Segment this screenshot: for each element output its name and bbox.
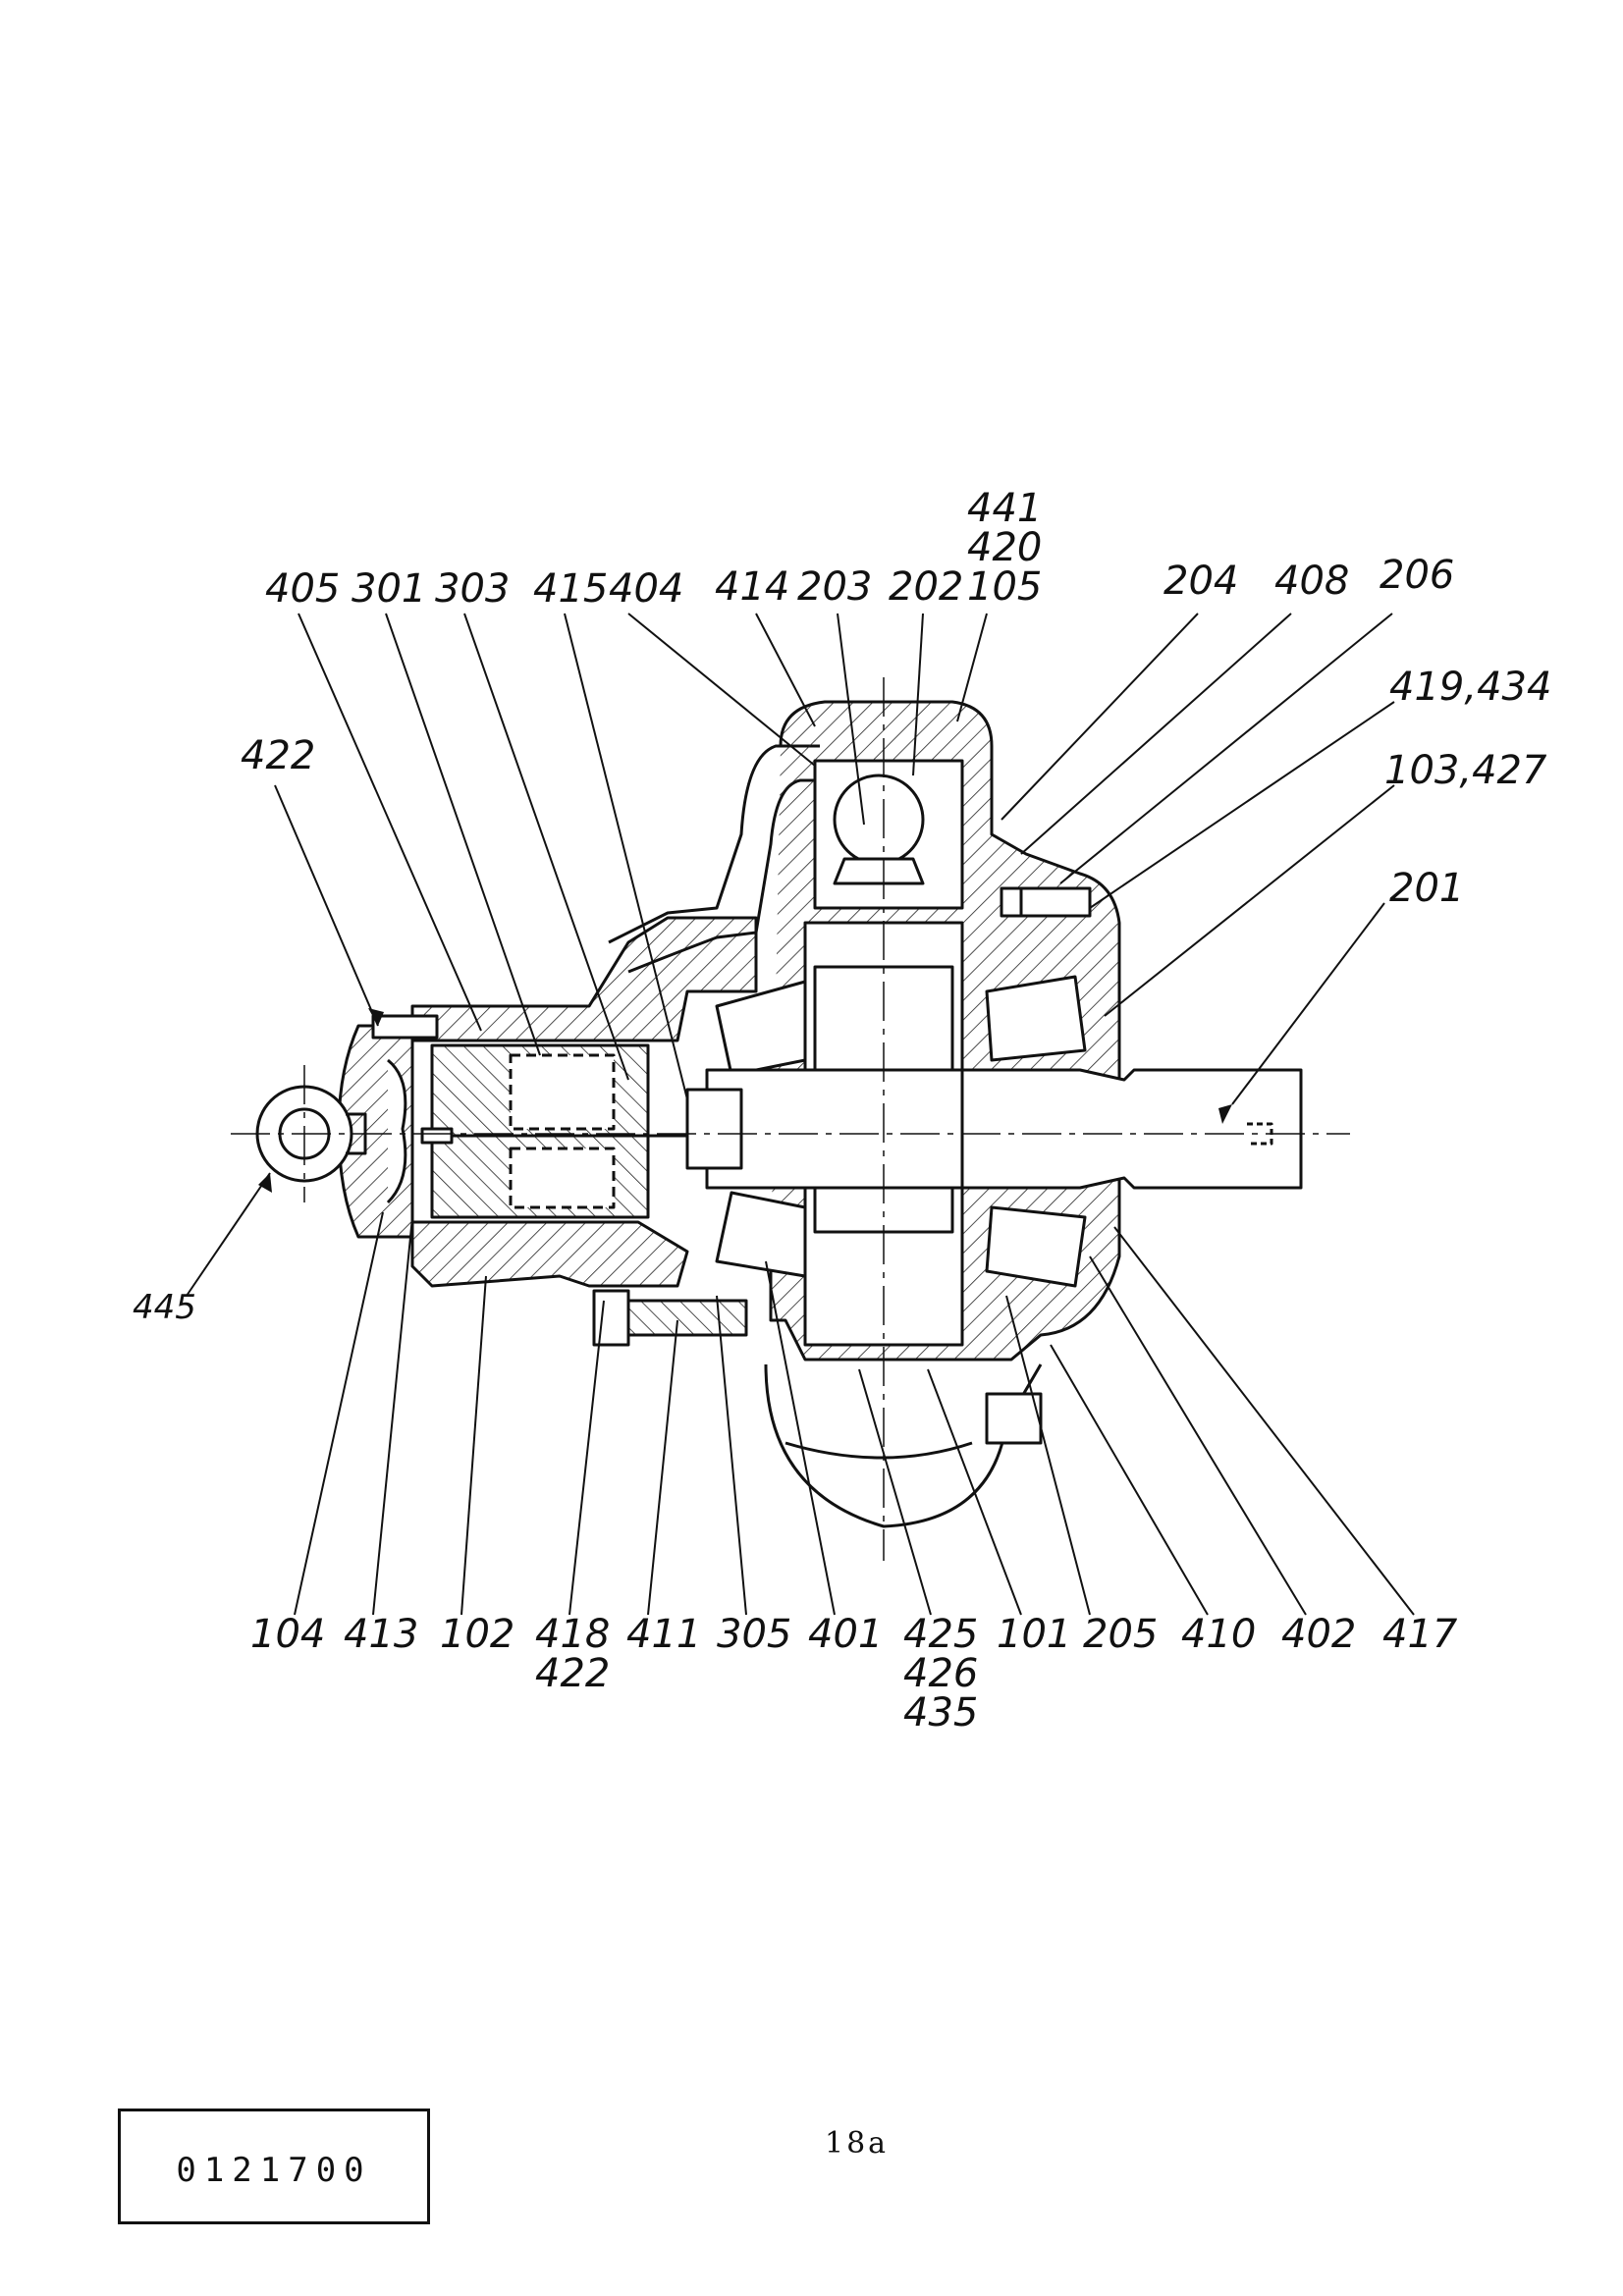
- label-203: 203: [797, 564, 873, 610]
- label-stack-441-420-105: 441 420 105: [967, 489, 1042, 607]
- label-414: 414: [715, 564, 790, 610]
- bearing-left-lower: [715, 1191, 807, 1278]
- label-426: 426: [903, 1651, 979, 1696]
- label-305: 305: [717, 1612, 792, 1657]
- ball-203: [833, 774, 925, 866]
- label-201: 201: [1389, 866, 1465, 911]
- label-435: 435: [903, 1690, 979, 1735]
- label-419-434: 419,434: [1389, 665, 1552, 710]
- label-425: 425: [903, 1612, 979, 1657]
- label-105: 105: [967, 564, 1043, 610]
- label-418: 418: [535, 1612, 611, 1657]
- label-101: 101: [997, 1612, 1072, 1657]
- label-401: 401: [808, 1612, 884, 1657]
- bearing-right-lower: [985, 1205, 1087, 1288]
- label-202: 202: [889, 564, 964, 610]
- label-103-427: 103,427: [1384, 748, 1547, 793]
- label-303: 303: [435, 566, 511, 612]
- label-422: 422: [241, 733, 316, 778]
- label-402: 402: [1281, 1612, 1357, 1657]
- bottom-bowl-101: [764, 1363, 1043, 1528]
- label-102: 102: [440, 1612, 515, 1657]
- document-number: 0121700: [176, 2151, 372, 2190]
- label-301: 301: [352, 566, 427, 612]
- label-441: 441: [967, 486, 1043, 531]
- label-stack-418-422: 418 422: [535, 1615, 610, 1693]
- label-415: 415: [533, 566, 609, 612]
- housing-upper: [410, 916, 758, 1042]
- label-206: 206: [1380, 553, 1455, 598]
- label-205: 205: [1083, 1612, 1159, 1657]
- bolt-422: [371, 1014, 439, 1040]
- label-stack-425-426-435: 425 426 435: [903, 1615, 978, 1733]
- bearing-left-upper: [715, 980, 807, 1077]
- label-413: 413: [344, 1612, 419, 1657]
- label-411: 411: [626, 1612, 702, 1657]
- document-number-box: 0121700: [118, 2109, 430, 2224]
- label-204: 204: [1163, 559, 1239, 604]
- label-422-bottom: 422: [535, 1651, 611, 1696]
- label-405: 405: [265, 566, 341, 612]
- pipe-404: [608, 744, 820, 944]
- bearing-right-upper: [985, 975, 1087, 1062]
- label-445: 445: [133, 1288, 196, 1327]
- label-404: 404: [609, 566, 684, 612]
- page-number: 18a: [825, 2126, 890, 2161]
- label-417: 417: [1382, 1612, 1458, 1657]
- label-410: 410: [1181, 1612, 1257, 1657]
- label-408: 408: [1274, 559, 1350, 604]
- label-104: 104: [250, 1612, 326, 1657]
- bolt-419: [1000, 886, 1092, 918]
- housing-lower: [410, 1220, 689, 1288]
- label-420: 420: [967, 525, 1043, 570]
- output-shaft-201: [960, 1068, 1303, 1190]
